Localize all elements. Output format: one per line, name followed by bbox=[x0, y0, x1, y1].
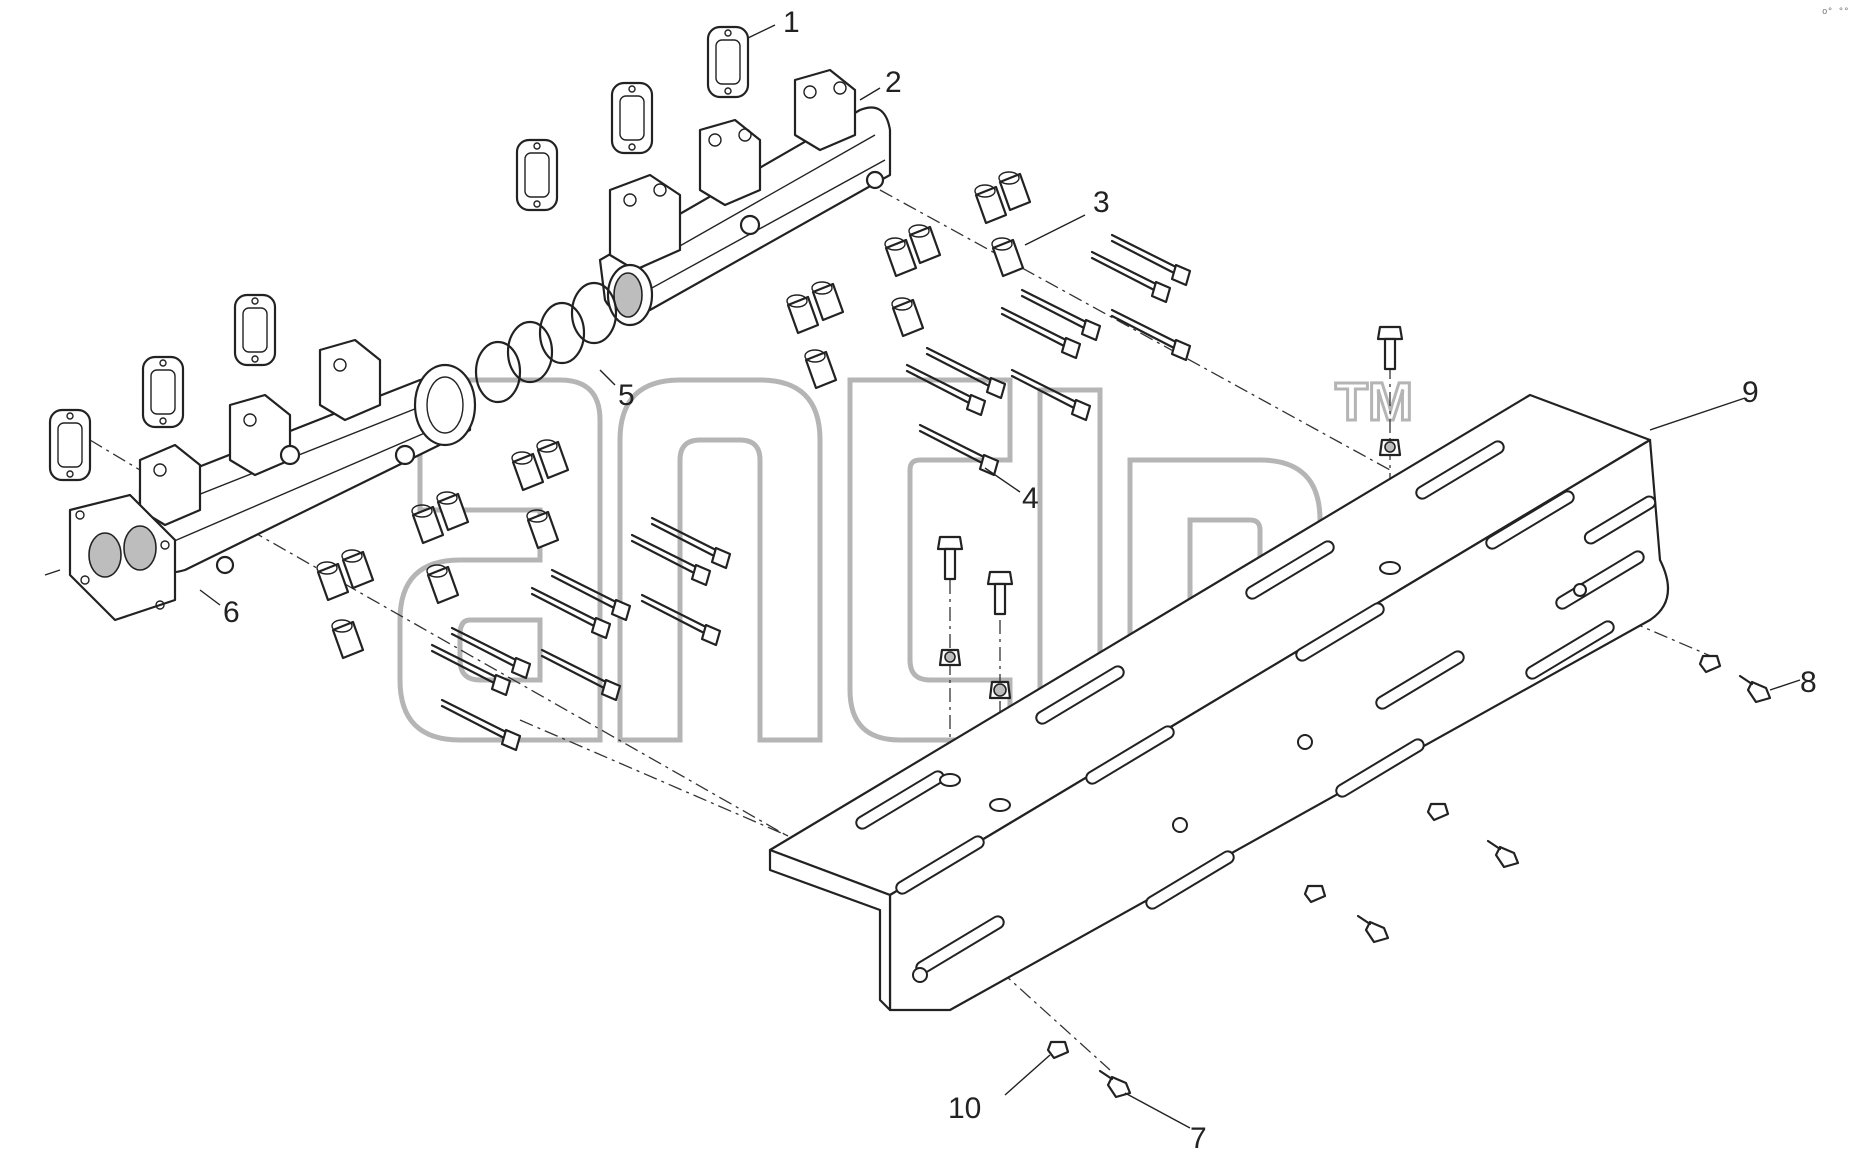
manifold-bolts bbox=[430, 233, 1192, 752]
watermark-trademark: TM bbox=[1335, 372, 1413, 432]
callout-2: 2 bbox=[885, 66, 902, 99]
callout-labels: 1 2 3 4 5 6 7 8 9 10 bbox=[223, 6, 1817, 1155]
callout-1: 1 bbox=[783, 6, 800, 39]
front-exhaust-manifold bbox=[44, 338, 477, 622]
manifold-gaskets bbox=[48, 25, 750, 482]
heat-shield bbox=[768, 393, 1670, 1012]
spacer-sleeves bbox=[316, 171, 1032, 660]
seal-rings bbox=[474, 281, 618, 404]
callout-10: 10 bbox=[948, 1092, 981, 1125]
shield-top-slots bbox=[855, 440, 1615, 910]
callout-6: 6 bbox=[223, 596, 240, 629]
callout-8: 8 bbox=[1800, 666, 1817, 699]
vertical-mount-bolts bbox=[936, 325, 1404, 700]
callout-5: 5 bbox=[618, 379, 635, 412]
callout-3: 3 bbox=[1093, 186, 1110, 219]
callout-7: 7 bbox=[1190, 1122, 1207, 1155]
rear-exhaust-manifold bbox=[598, 68, 892, 327]
callout-4: 4 bbox=[1022, 482, 1039, 515]
shield-fasteners bbox=[1046, 654, 1772, 1099]
callout-9: 9 bbox=[1742, 376, 1759, 409]
leader-lines bbox=[199, 24, 1801, 1129]
corner-mark: o° °° bbox=[1822, 7, 1849, 17]
